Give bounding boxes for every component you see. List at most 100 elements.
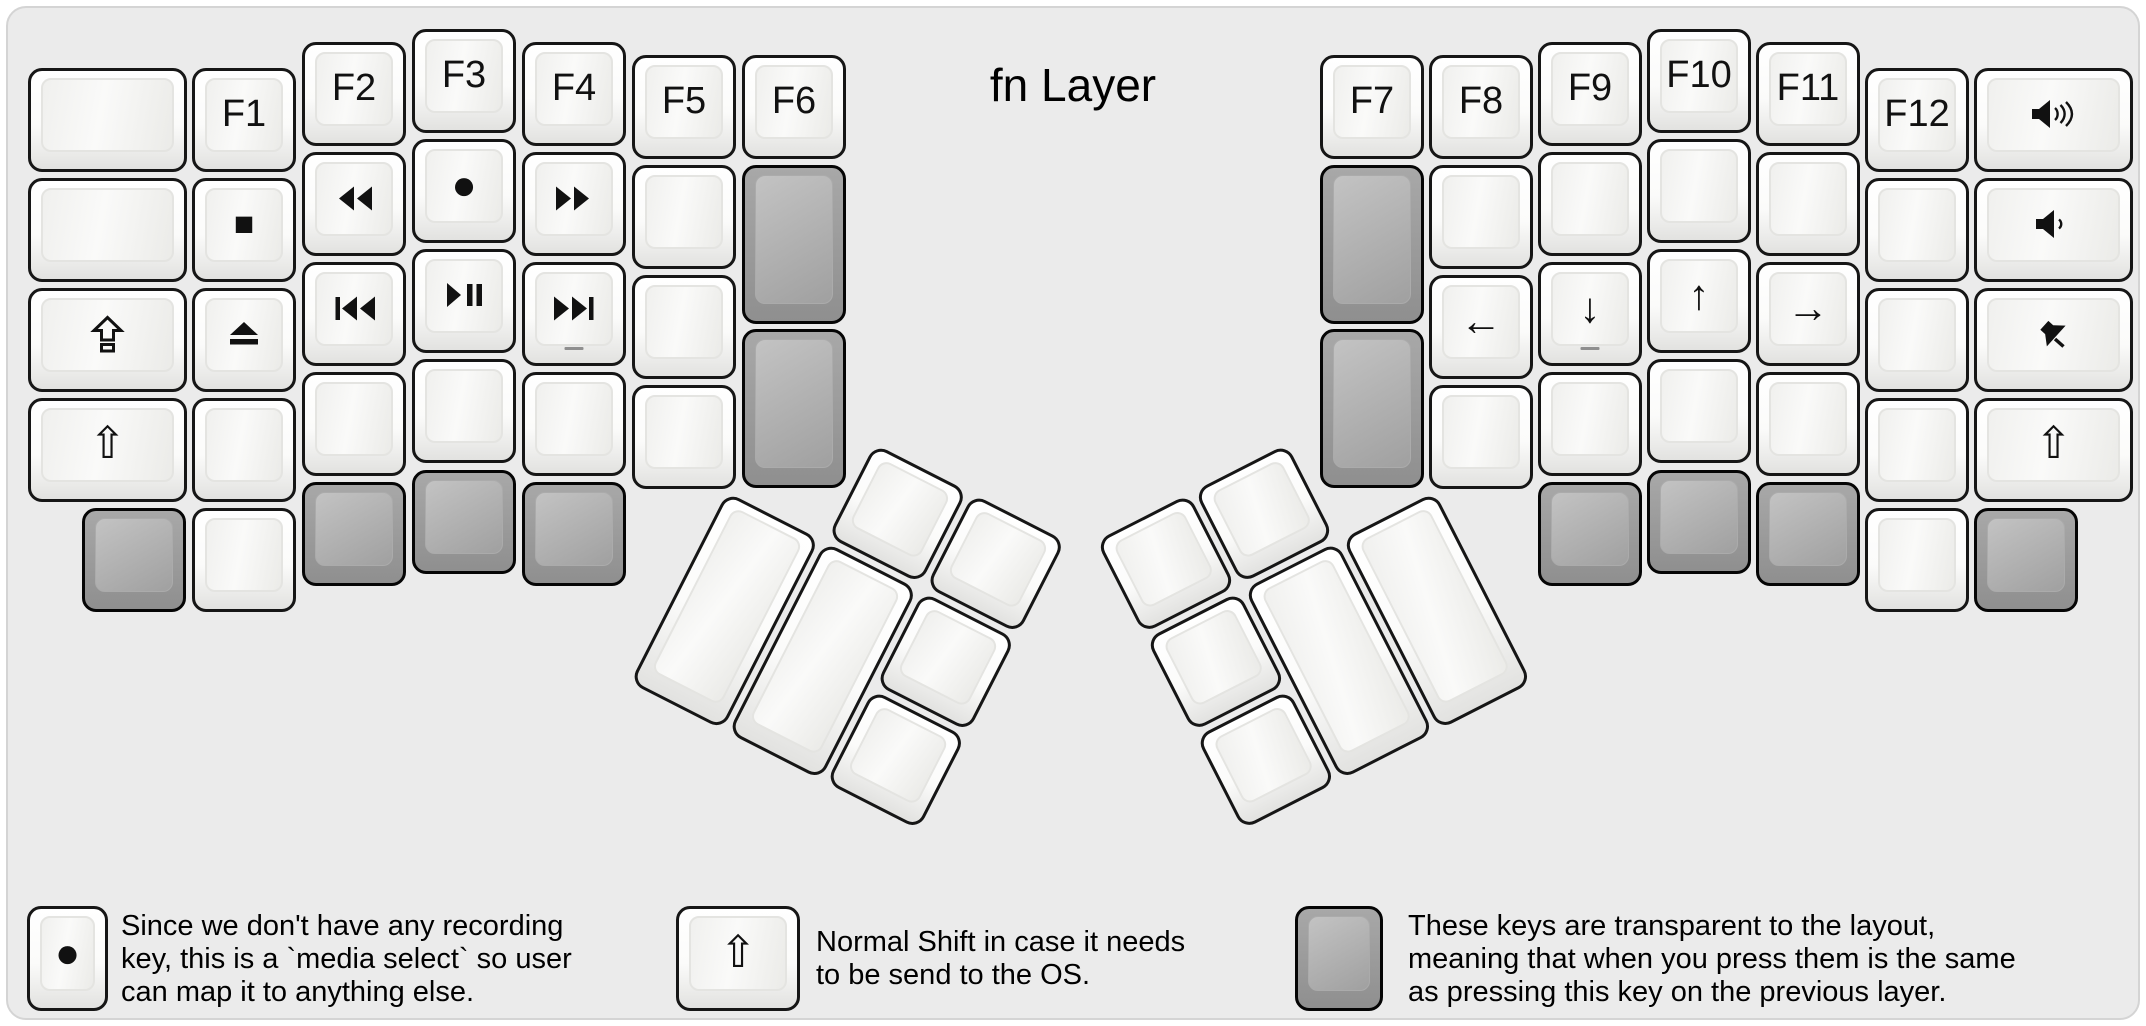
key-shift-sample: ⇧ — [676, 906, 800, 1011]
key-top — [1769, 52, 1847, 126]
key-label: F5 — [635, 58, 733, 144]
key-f6[interactable]: F6 — [742, 55, 846, 159]
key-f10[interactable]: F10 — [1647, 29, 1751, 133]
key-blank[interactable] — [1865, 288, 1969, 392]
key-label: F3 — [415, 32, 513, 118]
key-top — [425, 259, 503, 333]
stop-icon: ■ — [233, 205, 255, 243]
key-blank[interactable] — [412, 359, 516, 463]
key-f3[interactable]: F3 — [412, 29, 516, 133]
key-transparent[interactable] — [1320, 329, 1424, 488]
key-transparent[interactable] — [1538, 482, 1642, 586]
key-top — [1987, 518, 2065, 592]
key-skip-back[interactable] — [302, 262, 406, 366]
key-top — [1333, 175, 1411, 304]
legend-record-key: ● — [27, 906, 108, 1011]
key-blank[interactable] — [522, 372, 626, 476]
key-top — [1308, 916, 1370, 991]
key-rewind[interactable] — [302, 152, 406, 256]
key-top — [755, 175, 833, 304]
key-transparent[interactable] — [522, 482, 626, 586]
key-blank[interactable] — [1865, 398, 1969, 502]
legend-shift-text: Normal Shift in case it needs to be send… — [816, 926, 1186, 991]
key-f7[interactable]: F7 — [1320, 55, 1424, 159]
key-label: F10 — [1650, 32, 1748, 118]
key-top — [535, 52, 613, 126]
key-transparent[interactable] — [1320, 165, 1424, 324]
key-transparent[interactable] — [412, 470, 516, 574]
key-arrow-up[interactable]: ↑ — [1647, 249, 1751, 353]
key-volume-down[interactable] — [1974, 178, 2133, 282]
key-top — [535, 492, 613, 566]
key-top — [755, 65, 833, 139]
key-f8[interactable]: F8 — [1429, 55, 1533, 159]
key-f5[interactable]: F5 — [632, 55, 736, 159]
key-blank[interactable] — [28, 178, 187, 282]
key-transparent[interactable] — [742, 165, 846, 324]
key-shift-right[interactable]: ⇧ — [1974, 398, 2133, 502]
key-f2[interactable]: F2 — [302, 42, 406, 146]
key-transparent[interactable] — [1647, 470, 1751, 574]
key-top — [1987, 408, 2120, 482]
key-blank[interactable] — [632, 165, 736, 269]
key-blank[interactable] — [1538, 152, 1642, 256]
key-play-pause[interactable] — [412, 249, 516, 353]
key-top — [205, 188, 283, 262]
arrow-left-icon: ← — [1460, 297, 1502, 344]
key-top — [1878, 408, 1956, 482]
key-top — [1987, 78, 2120, 152]
key-blank[interactable] — [192, 398, 296, 502]
key-arrow-right[interactable]: → — [1756, 262, 1860, 366]
key-blank[interactable] — [192, 508, 296, 612]
key-skip-forward[interactable] — [522, 262, 626, 366]
key-volume-up[interactable] — [1974, 68, 2133, 172]
arrow-up-icon: ↑ — [1688, 271, 1710, 318]
key-stop[interactable]: ■ — [192, 178, 296, 282]
key-transparent[interactable] — [82, 508, 186, 612]
key-blank[interactable] — [632, 275, 736, 379]
key-volume-mute[interactable] — [1974, 288, 2133, 392]
key-blank[interactable] — [1429, 385, 1533, 489]
key-top — [755, 339, 833, 468]
key-blank[interactable] — [1756, 372, 1860, 476]
key-transparent[interactable] — [1756, 482, 1860, 586]
key-blank[interactable] — [1538, 372, 1642, 476]
key-arrow-left[interactable]: ← — [1429, 275, 1533, 379]
key-blank[interactable] — [1865, 508, 1969, 612]
key-caps-shift[interactable] — [28, 288, 187, 392]
key-transparent-sample — [1295, 906, 1383, 1011]
key-record-sample: ● — [27, 906, 108, 1011]
key-top — [1333, 339, 1411, 468]
key-f4[interactable]: F4 — [522, 42, 626, 146]
key-label-text: F5 — [661, 79, 707, 122]
key-f12[interactable]: F12 — [1865, 68, 1969, 172]
key-transparent[interactable] — [742, 329, 846, 488]
volume-up-icon — [1977, 71, 2130, 157]
key-blank[interactable] — [28, 68, 187, 172]
key-top — [1212, 704, 1316, 806]
key-top — [535, 382, 613, 456]
key-blank[interactable] — [302, 372, 406, 476]
key-record[interactable]: ● — [412, 139, 516, 243]
key-f11[interactable]: F11 — [1756, 42, 1860, 146]
key-transparent[interactable] — [302, 482, 406, 586]
key-blank[interactable] — [1647, 359, 1751, 463]
key-f1[interactable]: F1 — [192, 68, 296, 172]
key-fast-forward[interactable] — [522, 152, 626, 256]
key-top — [1769, 492, 1847, 566]
key-shift-left[interactable]: ⇧ — [28, 398, 187, 502]
key-blank[interactable] — [1429, 165, 1533, 269]
key-blank[interactable] — [632, 385, 736, 489]
legend-transparent-key — [1295, 906, 1383, 1011]
key-transparent[interactable] — [1974, 508, 2078, 612]
key-top — [1769, 382, 1847, 456]
key-blank[interactable] — [1756, 152, 1860, 256]
key-top — [1660, 149, 1738, 223]
key-blank[interactable] — [1865, 178, 1969, 282]
key-f9[interactable]: F9 — [1538, 42, 1642, 146]
key-arrow-down[interactable]: ↓ — [1538, 262, 1642, 366]
key-eject[interactable] — [192, 288, 296, 392]
key-blank[interactable] — [1647, 139, 1751, 243]
key-top — [645, 285, 723, 359]
